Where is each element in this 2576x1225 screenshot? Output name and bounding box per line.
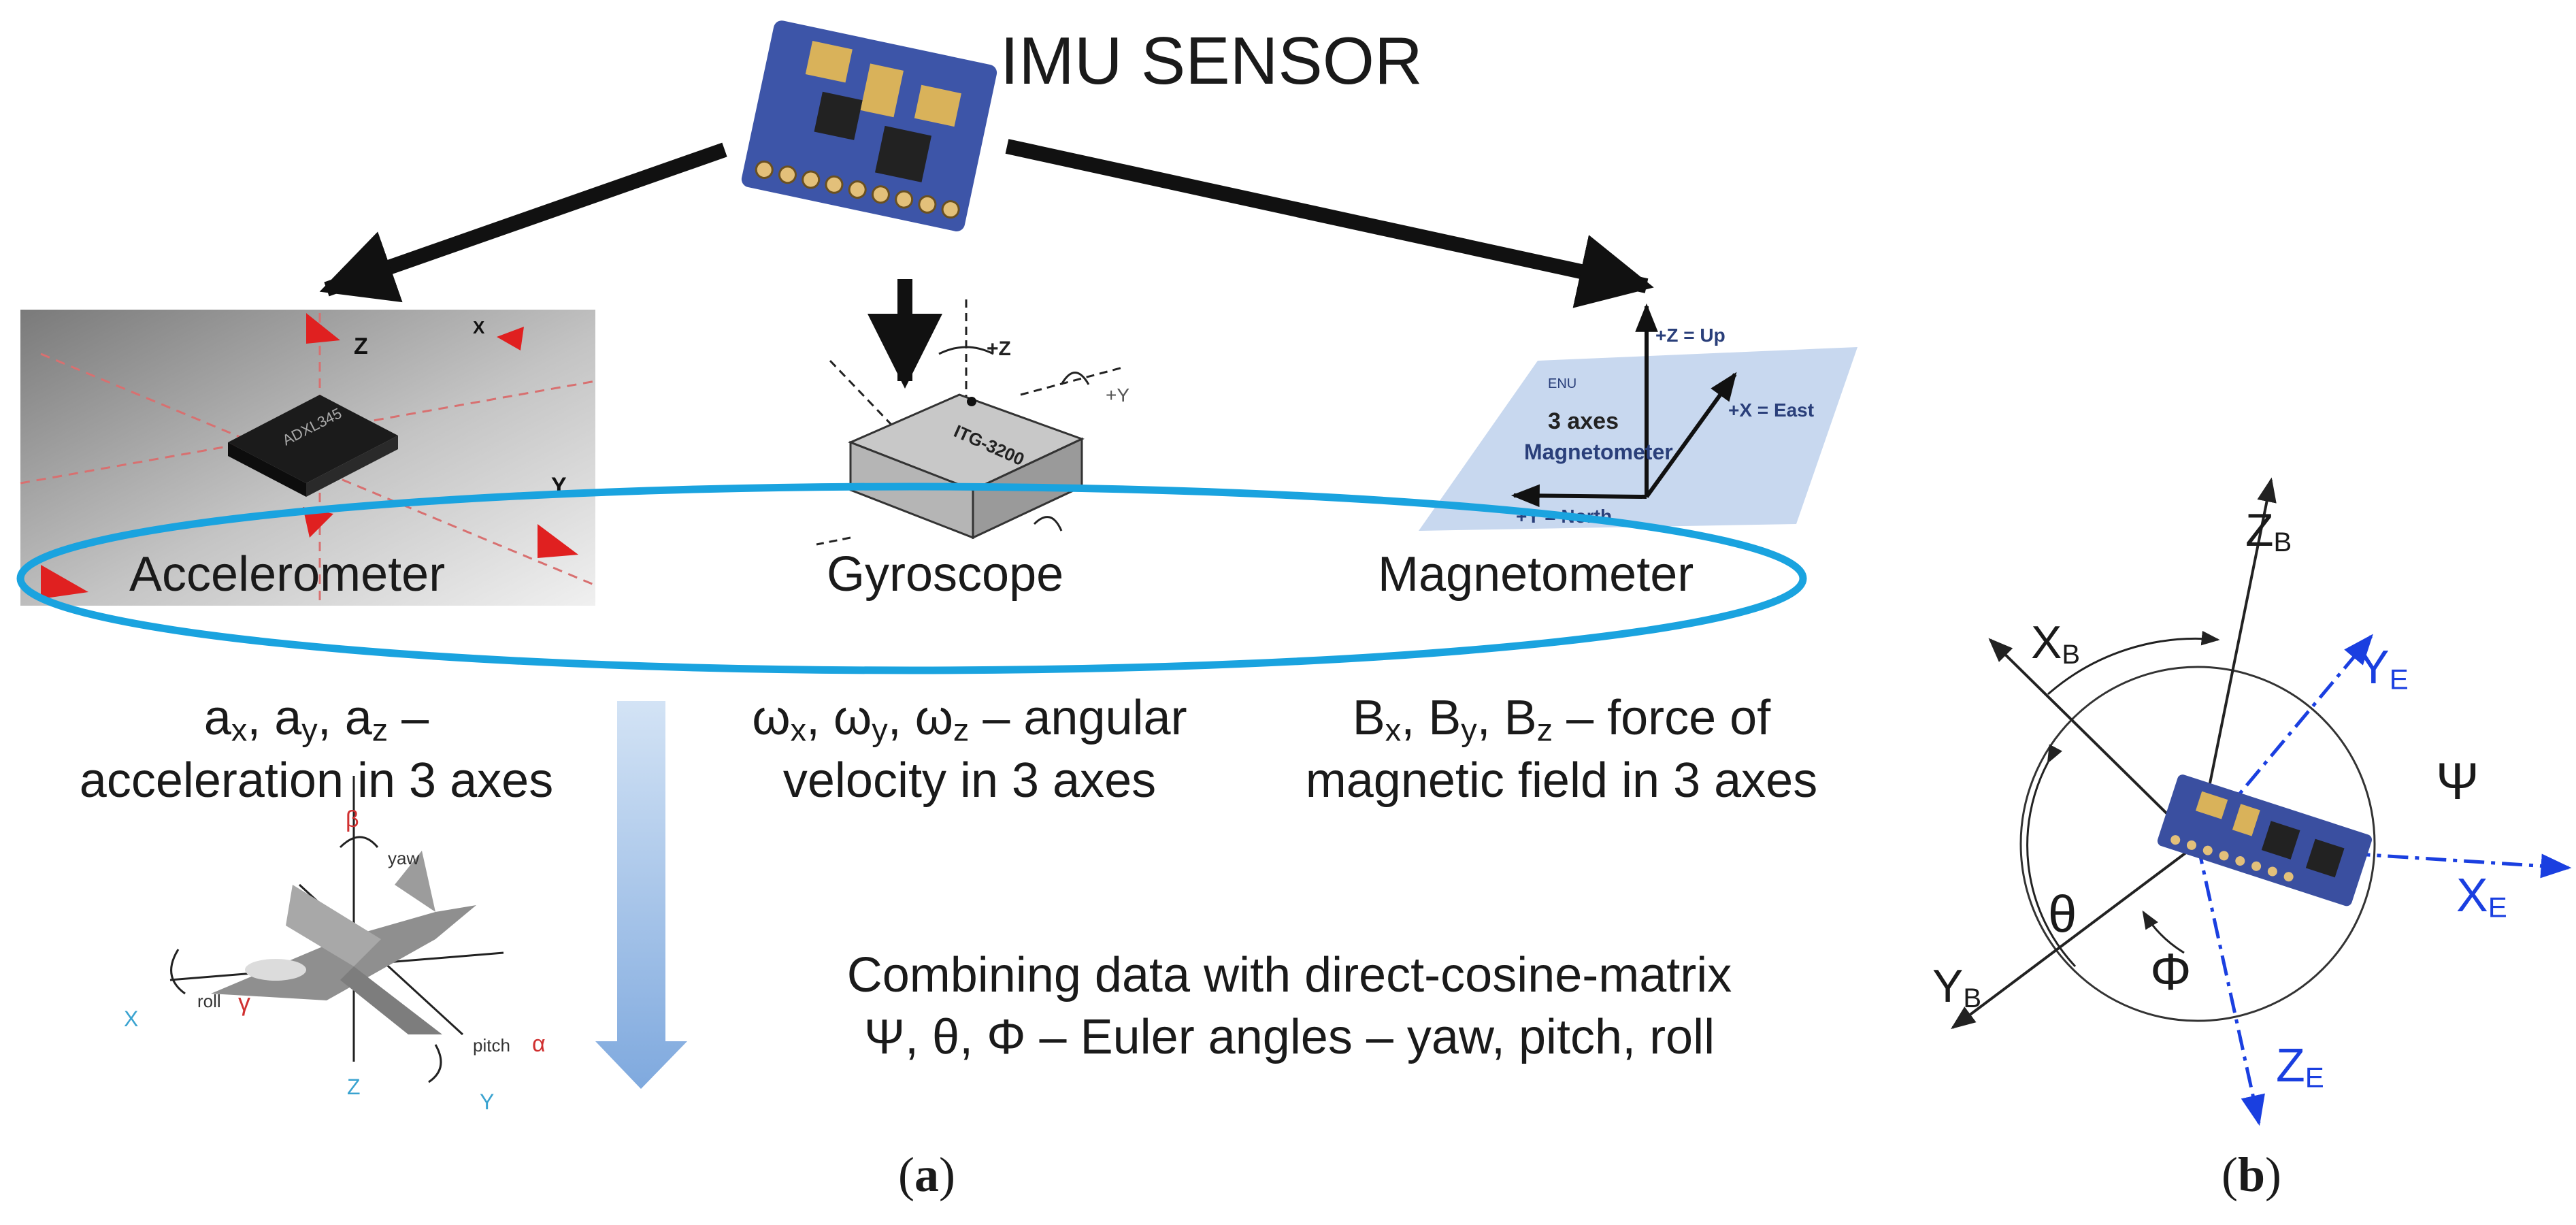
aircraft-yaw-label: yaw — [388, 848, 419, 868]
down-flow-arrow — [595, 701, 687, 1089]
aircraft-z-axis: Z — [347, 1075, 361, 1099]
imu-board-image — [741, 20, 997, 231]
combining-line2: Ψ, θ, Φ – Euler angles – yaw, pitch, rol… — [863, 1010, 1715, 1065]
gyro-axis-z: +Z — [987, 338, 1011, 360]
aircraft-beta: β — [346, 806, 359, 832]
accel-axis-x: X — [473, 317, 485, 338]
accelerometer-label: Accelerometer — [129, 547, 446, 602]
theta-label: θ — [2048, 885, 2077, 943]
zb-label: ZB — [2245, 504, 2292, 557]
panel-b-diagram — [1951, 477, 2572, 1126]
aircraft-pitch-label: pitch — [473, 1035, 510, 1056]
arrow-to-magnetometer — [1005, 139, 1654, 308]
ze-label: ZE — [2276, 1039, 2324, 1094]
mag-axis-up: +Z = Up — [1655, 325, 1725, 346]
accelerometer-description: ax, ay, az – acceleration in 3 axes — [37, 687, 595, 811]
mag-desc-line2: magnetic field in 3 axes — [1305, 753, 1818, 808]
xe-label: XE — [2456, 868, 2507, 924]
caption-a: (a) — [898, 1147, 955, 1202]
magnetometer-image: +Z = Up +X = East +Y = North ENU 3 axes … — [1419, 303, 1857, 531]
mag-frame: ENU — [1548, 376, 1576, 391]
yb-label: YB — [1932, 960, 1982, 1013]
xb-label: XB — [2031, 617, 2081, 670]
combining-text: Combining data with direct-cosine-matrix… — [742, 945, 1837, 1069]
gyro-axis-y: +Y — [1106, 385, 1129, 406]
phi-label: Φ — [2150, 943, 2192, 1001]
aircraft-image: β yaw roll γ pitch α X Z Y — [124, 776, 546, 1114]
accel-axis-z: Z — [354, 333, 368, 359]
combining-line1: Combining data with direct-cosine-matrix — [846, 948, 1732, 1002]
imu-sensor-title: IMU SENSOR — [1000, 23, 1423, 98]
aircraft-gamma: γ — [238, 988, 250, 1016]
psi-label: Ψ — [2436, 753, 2479, 811]
mag-panel-line2: Magnetometer — [1524, 440, 1673, 464]
gyro-desc-line1: ωx, ωy, ωz – angular — [752, 691, 1187, 748]
accel-desc-line1: ax, ay, az – — [203, 691, 429, 748]
sensor-group-ellipse — [16, 483, 1807, 674]
gyroscope-image: ITG-3200 +Z +Y — [816, 299, 1129, 546]
gyroscope-label: Gyroscope — [827, 547, 1064, 602]
magnetometer-label: Magnetometer — [1378, 547, 1694, 602]
aircraft-y-axis: Y — [480, 1090, 494, 1114]
arrow-to-accelerometer — [319, 142, 727, 303]
aircraft-alpha: α — [532, 1031, 546, 1057]
gyro-desc-line2: velocity in 3 axes — [782, 753, 1157, 808]
accelerometer-image: Z X Y ADXL345 — [20, 310, 596, 606]
gyroscope-description: ωx, ωy, ωz – angular velocity in 3 axes — [704, 687, 1235, 811]
aircraft-x-axis: X — [124, 1007, 138, 1031]
magnetometer-description: Bx, By, Bz – force of magnetic field in … — [1255, 687, 1868, 811]
accel-desc-line2: acceleration in 3 axes — [79, 753, 554, 808]
caption-b: (b) — [2222, 1147, 2282, 1202]
aircraft-roll-label: roll — [197, 991, 221, 1011]
mag-axis-east: +X = East — [1728, 399, 1814, 421]
mag-panel-line1: 3 axes — [1548, 408, 1619, 434]
ye-label: YE — [2358, 640, 2409, 696]
mag-desc-line1: Bx, By, Bz – force of — [1352, 691, 1771, 748]
